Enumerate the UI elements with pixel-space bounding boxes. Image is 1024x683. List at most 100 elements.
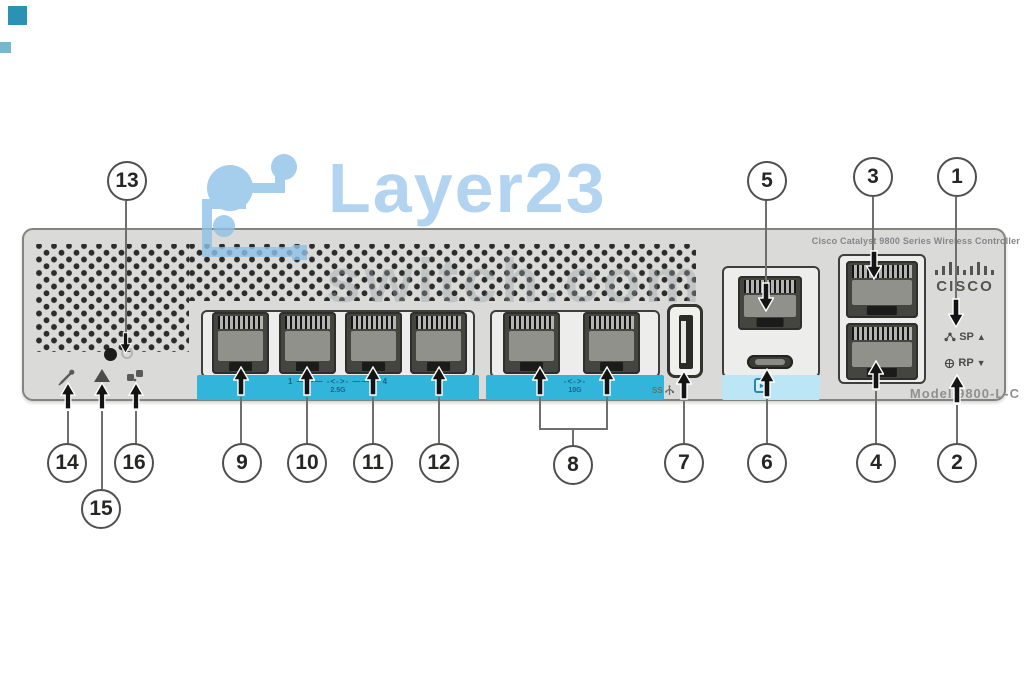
- alarm-triangle-icon: [94, 369, 110, 382]
- rj45-pins: [589, 316, 634, 329]
- cisco-logo-text: CISCO: [936, 278, 994, 295]
- strip-port-range: -<->-: [563, 377, 587, 386]
- cable-icon: [58, 369, 75, 386]
- callout-13: 13: [107, 161, 147, 201]
- rj45-body: [285, 331, 330, 361]
- speed-strip-10g: -<->- 10G: [486, 375, 664, 400]
- leader-line: [67, 411, 69, 444]
- rj45-body: [351, 331, 396, 361]
- rj45-body: [589, 331, 634, 361]
- rj45-tab: [519, 362, 544, 371]
- callout-2: 2: [937, 443, 977, 483]
- network-icon: [944, 332, 956, 342]
- callout-7: 7: [664, 443, 704, 483]
- callout-3: 3: [853, 157, 893, 197]
- sp-up-arrow: ▲: [976, 332, 986, 342]
- leader-line: [101, 411, 103, 489]
- callout-11: 11: [353, 443, 393, 483]
- callout-15: 15: [81, 489, 121, 529]
- rj45-tab: [756, 318, 784, 327]
- vent-grid-top: [189, 244, 696, 301]
- callout-5: 5: [747, 161, 787, 201]
- callout-10: 10: [287, 443, 327, 483]
- strip-port-range: 1 ——— -<->- ——— 4: [287, 377, 389, 386]
- callout-16: 16: [114, 443, 154, 483]
- rj45-body: [218, 331, 263, 361]
- watermark-brand: Layer23: [328, 149, 607, 227]
- rj45-pins: [218, 316, 263, 329]
- leader-line: [875, 391, 877, 443]
- rj45-port-1: [212, 312, 269, 374]
- callout-arrow-icon: [759, 368, 775, 398]
- leader-line: [240, 397, 242, 443]
- rj45-port-6: [583, 312, 640, 374]
- callout-12: 12: [419, 443, 459, 483]
- usb-ss-text: SS: [652, 386, 663, 395]
- rj45-body: [744, 295, 796, 317]
- callout-arrow-icon: [119, 332, 132, 354]
- leader-line: [572, 428, 574, 445]
- model-label: Model 9800-L-C: [909, 386, 1020, 401]
- console-rj45-port: [738, 276, 802, 330]
- usb-trident-icon: [664, 385, 674, 395]
- callout-arrow-icon: [431, 366, 447, 396]
- cisco-bars-icon: [935, 262, 994, 275]
- leader-line: [372, 397, 374, 443]
- sp-port: [846, 261, 918, 318]
- sp-text: SP: [959, 331, 974, 343]
- relay-icon: [127, 370, 143, 382]
- callout-arrow-icon: [365, 366, 381, 396]
- rj45-pins: [351, 316, 396, 329]
- chassis-title: Cisco Catalyst 9800 Series Wireless Cont…: [811, 236, 1020, 246]
- callout-arrow-icon: [299, 366, 315, 396]
- rp-label-row: RP ▼: [928, 357, 1002, 369]
- leader-line: [135, 411, 137, 444]
- status-led: [104, 348, 117, 361]
- rj45-body: [852, 280, 912, 305]
- rj45-port-3: [345, 312, 402, 374]
- callout-1: 1: [937, 157, 977, 197]
- leader-line: [606, 397, 608, 429]
- callout-arrow-icon: [599, 366, 615, 396]
- usb-port: [667, 304, 703, 378]
- callout-arrow-icon: [676, 370, 692, 400]
- usb-tongue: [681, 321, 686, 363]
- callout-14: 14: [47, 443, 87, 483]
- rj45-body: [509, 331, 554, 361]
- vent-grid-left: [36, 244, 189, 352]
- callout-arrow-icon: [868, 360, 884, 390]
- callout-arrow-icon: [866, 250, 882, 280]
- callout-6: 6: [747, 443, 787, 483]
- leader-line: [765, 201, 767, 283]
- leader-line: [955, 197, 957, 299]
- micro-usb-port: [747, 355, 793, 369]
- rp-text: RP: [958, 357, 974, 369]
- strip-speed-label: 10G: [568, 387, 582, 394]
- callout-arrow-icon: [758, 282, 774, 312]
- rj45-pins: [852, 327, 912, 340]
- rj45-port-2: [279, 312, 336, 374]
- callout-arrow-icon: [128, 382, 144, 410]
- callout-arrow-icon: [532, 366, 548, 396]
- callout-8: 8: [553, 445, 593, 485]
- rj45-pins: [744, 280, 796, 293]
- leader-line: [683, 401, 685, 443]
- leader-line: [766, 399, 768, 443]
- callout-arrow-icon: [949, 374, 965, 404]
- rp-down-arrow: ▼: [976, 358, 986, 368]
- strip-speed-label: 2.5G: [330, 387, 346, 394]
- callout-arrow-icon: [94, 382, 110, 410]
- globe-icon: [945, 358, 955, 368]
- rj45-body: [416, 331, 461, 361]
- rj45-port-4: [410, 312, 467, 374]
- rj45-port-5: [503, 312, 560, 374]
- leader-line: [539, 397, 541, 429]
- rj45-pins: [285, 316, 330, 329]
- sp-label-row: SP ▲: [928, 331, 1002, 343]
- callout-9: 9: [222, 443, 262, 483]
- teal-square-icon: [8, 6, 27, 25]
- rj45-pins: [852, 265, 912, 278]
- teal-square-small-icon: [0, 42, 11, 53]
- rj45-pins: [509, 316, 554, 329]
